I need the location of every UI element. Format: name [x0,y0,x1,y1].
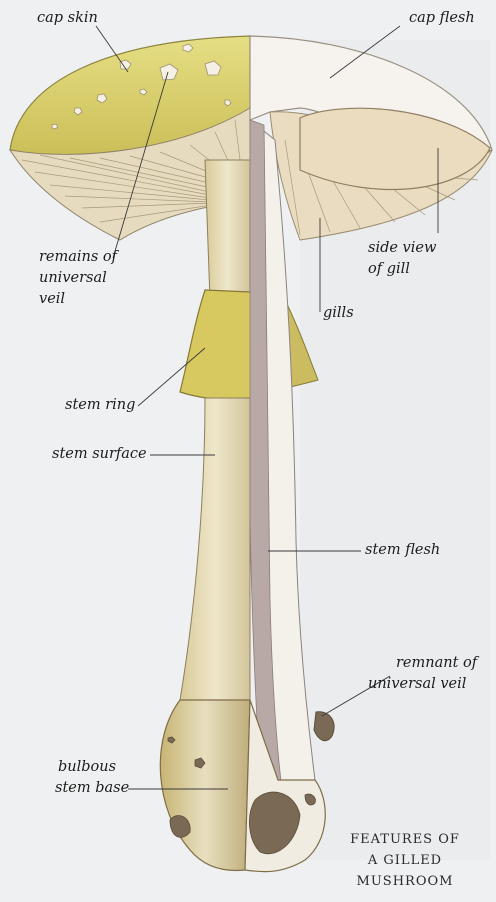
label-remains-veil-1: remains of [39,249,117,266]
label-remains-veil-3: veil [39,291,65,308]
diagram-title-line-2: A GILLED [330,851,480,870]
label-gills: gills [323,305,354,322]
stem-upper-exterior [205,160,250,300]
label-cap-flesh: cap flesh [409,10,475,27]
label-cap-skin: cap skin [37,10,98,27]
label-side-view-gill-1: side view [368,240,436,257]
label-side-view-gill-2: of gill [368,261,410,278]
label-remnant-veil-2: universal veil [368,676,466,693]
label-stem-surface: stem surface [52,446,147,463]
label-remains-veil-2: universal [39,270,107,287]
diagram-title-line-3: MUSHROOM [330,872,480,891]
diagram-title-line-1: FEATURES OF [330,830,480,849]
label-bulbous-base-2: stem base [55,780,129,797]
label-bulbous-base-1: bulbous [58,759,116,776]
label-stem-flesh: stem flesh [365,542,440,559]
label-remnant-veil-1: remnant of [396,655,477,672]
label-stem-ring: stem ring [65,397,135,414]
